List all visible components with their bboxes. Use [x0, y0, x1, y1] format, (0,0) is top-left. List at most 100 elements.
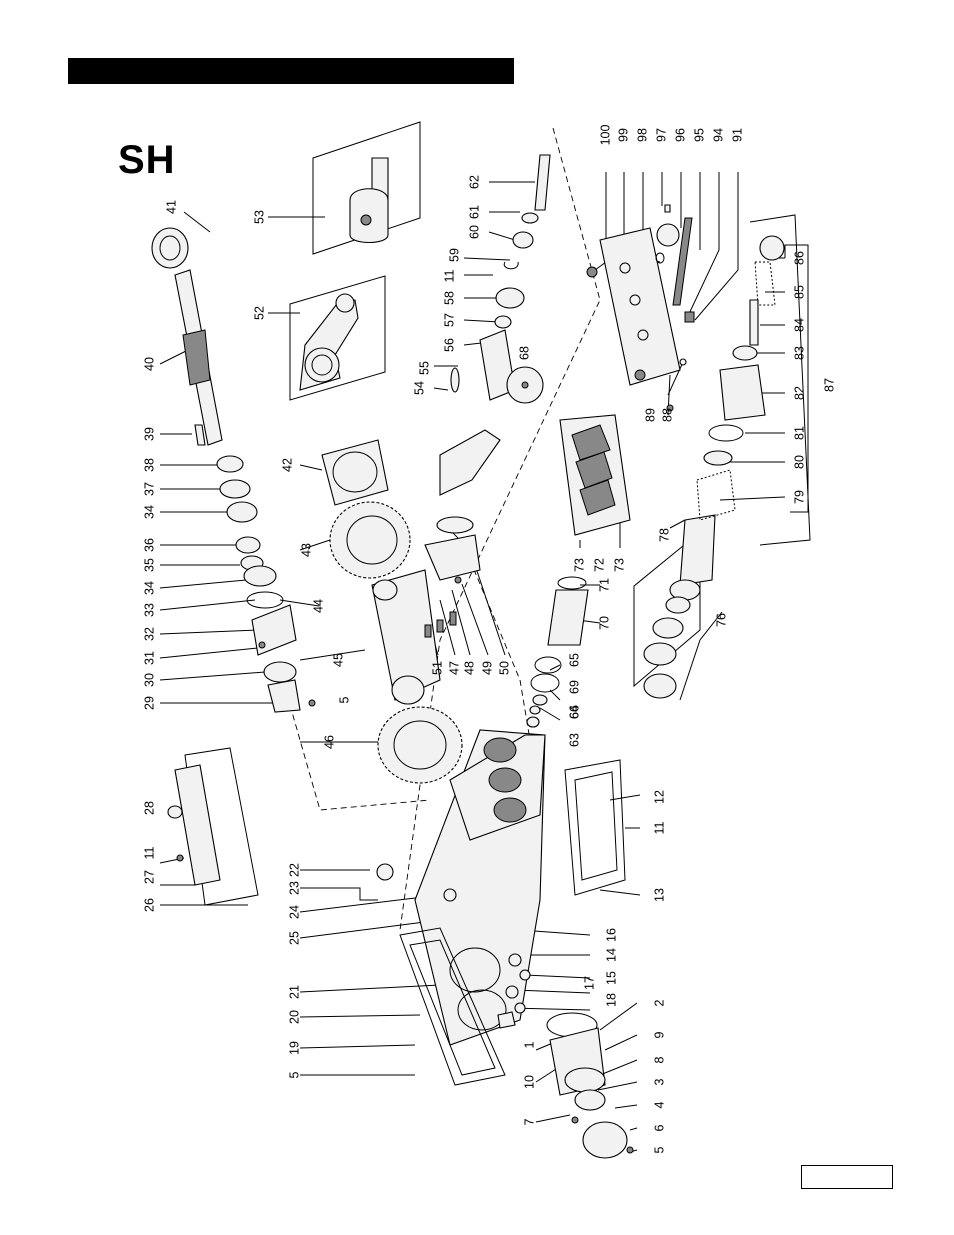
callout-c60: 60 — [467, 225, 481, 239]
covers-12-13 — [565, 760, 625, 895]
callout-c5a: 5 — [337, 696, 351, 703]
callout-c79: 79 — [792, 490, 806, 504]
callout-c84: 84 — [792, 318, 806, 332]
callout-c25: 25 — [287, 931, 301, 945]
callout-c71: 71 — [597, 578, 611, 592]
callout-c36: 36 — [142, 538, 156, 552]
callout-c17: 17 — [582, 976, 596, 990]
callout-c19: 19 — [287, 1041, 301, 1055]
callout-c87: 87 — [822, 378, 836, 392]
callout-c35: 35 — [142, 558, 156, 572]
callout-c76: 76 — [714, 613, 728, 627]
callout-c5b: 5 — [287, 1071, 301, 1078]
callout-c100: 100 — [598, 125, 612, 146]
callout-c54: 54 — [412, 381, 426, 395]
callout-c21: 21 — [287, 985, 301, 999]
callout-c26: 26 — [142, 898, 156, 912]
callout-c47: 47 — [447, 661, 461, 675]
callout-c11b: 11 — [142, 846, 156, 859]
part-41-bearing — [152, 228, 188, 268]
part-40-input-shaft — [175, 270, 222, 445]
callout-c41: 41 — [164, 200, 178, 214]
callout-c5c: 5 — [652, 1146, 666, 1153]
callout-c11a: 11 — [442, 269, 456, 282]
part-52-connecting-rod — [300, 294, 358, 390]
callout-c8: 8 — [652, 1056, 666, 1063]
callout-c91: 91 — [730, 128, 744, 142]
callout-c88: 88 — [660, 408, 674, 422]
callout-c45: 45 — [331, 653, 345, 667]
callout-c12: 12 — [652, 790, 666, 804]
callout-c34a: 34 — [142, 505, 156, 519]
callout-c11c: 11 — [652, 821, 666, 834]
covers-26-27 — [168, 748, 258, 905]
part-68-disc — [507, 367, 543, 403]
callout-c44: 44 — [311, 599, 325, 613]
valve-assembly-79-86 — [697, 236, 784, 520]
part-99-manifold — [587, 228, 680, 385]
callout-c48: 48 — [462, 661, 476, 675]
callout-c43: 43 — [299, 543, 313, 557]
callout-c27: 27 — [142, 870, 156, 884]
callout-c58: 58 — [442, 291, 456, 305]
callout-c70: 70 — [597, 616, 611, 630]
callout-c97: 97 — [654, 128, 668, 142]
part-70-plunger — [548, 577, 588, 645]
callout-c56: 56 — [442, 338, 456, 352]
callout-c59: 59 — [447, 248, 461, 262]
callout-c2: 2 — [652, 999, 666, 1006]
callout-c33: 33 — [142, 603, 156, 617]
callout-c38: 38 — [142, 458, 156, 472]
callout-c78: 78 — [657, 528, 671, 542]
part-39-key — [195, 425, 205, 445]
callout-c80: 80 — [792, 455, 806, 469]
callout-c63: 63 — [567, 733, 581, 747]
part-78-valve-stack — [644, 515, 715, 698]
callout-c98: 98 — [635, 128, 649, 142]
callout-c6: 6 — [652, 1124, 666, 1131]
callout-c72: 72 — [592, 558, 606, 572]
callout-c20: 20 — [287, 1010, 301, 1024]
callout-c28: 28 — [142, 801, 156, 815]
callout-c16: 16 — [604, 928, 618, 942]
part-62-plunger-rod — [451, 155, 550, 400]
callout-c24: 24 — [287, 905, 301, 919]
callout-c30: 30 — [142, 673, 156, 687]
part-53-piston — [350, 158, 388, 243]
callout-c89: 89 — [643, 408, 657, 422]
callout-c14: 14 — [604, 948, 618, 962]
callout-c55: 55 — [417, 361, 431, 375]
callout-c57: 57 — [442, 313, 456, 327]
callout-c32: 32 — [142, 627, 156, 641]
callout-c7: 7 — [522, 1118, 536, 1125]
callout-c13: 13 — [652, 888, 666, 902]
callout-c37: 37 — [142, 482, 156, 496]
callout-c46: 46 — [322, 735, 336, 749]
callout-c61: 61 — [467, 205, 481, 219]
callout-c64: 64 — [567, 705, 581, 719]
callout-c99: 99 — [616, 128, 630, 142]
callout-c50: 50 — [497, 661, 511, 675]
callout-c62: 62 — [467, 175, 481, 189]
callout-c53: 53 — [252, 210, 266, 224]
part-46-gear — [378, 707, 462, 783]
callout-c3: 3 — [652, 1078, 666, 1085]
callout-c31: 31 — [142, 651, 156, 665]
callout-c95: 95 — [692, 128, 706, 142]
callout-c82: 82 — [792, 386, 806, 400]
callout-c85: 85 — [792, 285, 806, 299]
part-72-cylinder-block — [560, 415, 630, 535]
callout-c29: 29 — [142, 696, 156, 710]
callout-c69: 69 — [567, 680, 581, 694]
callout-c23: 23 — [287, 881, 301, 895]
callout-c4: 4 — [652, 1101, 666, 1108]
part-43-gear — [330, 502, 410, 578]
callout-c52: 52 — [252, 306, 266, 320]
callout-c10: 10 — [522, 1075, 536, 1089]
callout-c83: 83 — [792, 346, 806, 360]
callout-c42: 42 — [280, 458, 294, 472]
callout-c1: 1 — [522, 1041, 536, 1048]
callout-c96: 96 — [673, 128, 687, 142]
callout-c49: 49 — [480, 661, 494, 675]
callout-c73b: 73 — [612, 558, 626, 572]
